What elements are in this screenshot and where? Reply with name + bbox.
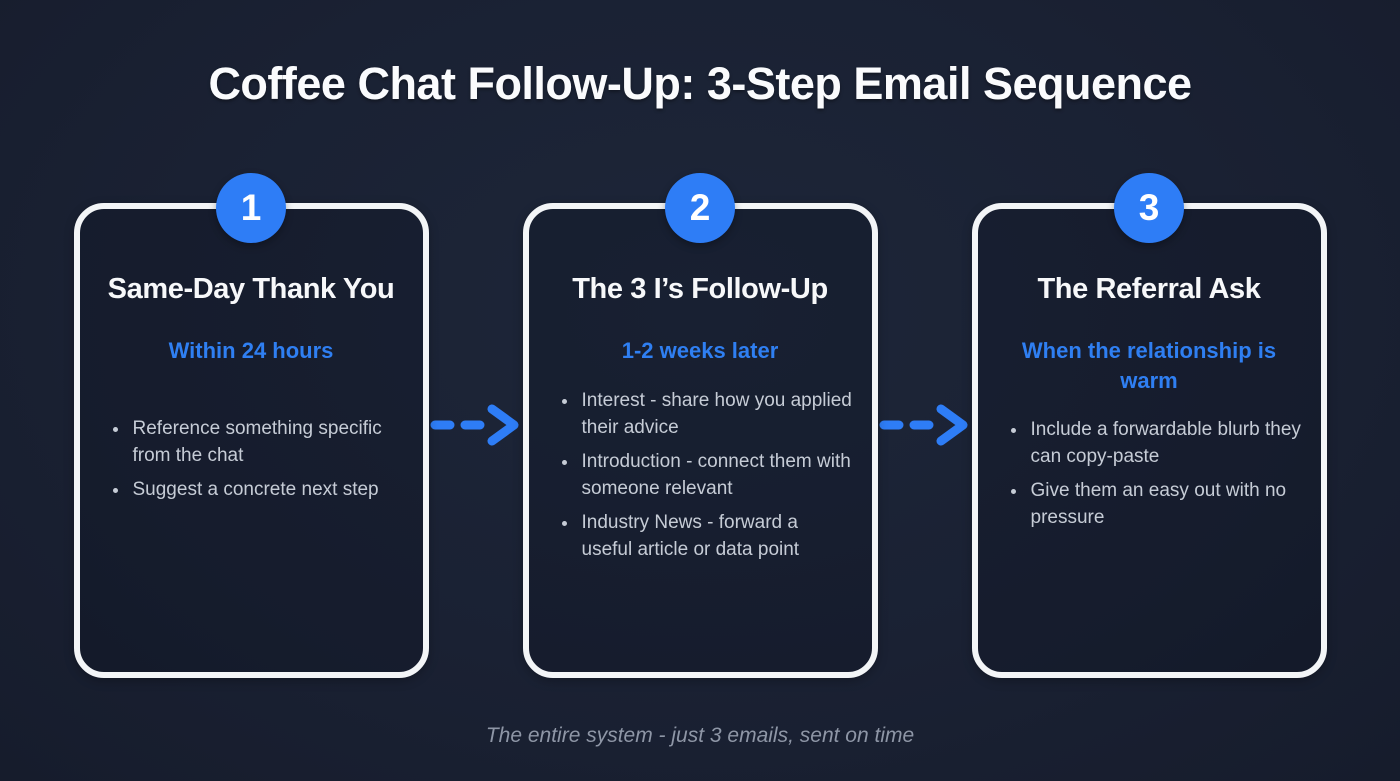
step-number-badge: 2 (665, 173, 735, 243)
step-number: 1 (240, 187, 262, 228)
bullet-item: Industry News - forward a useful article… (579, 510, 854, 564)
bullet-item: Reference something specific from the ch… (130, 416, 405, 470)
step-card-3: 3 The Referral Ask When the relationship… (971, 173, 1327, 678)
footer-caption: The entire system - just 3 emails, sent … (485, 724, 915, 747)
bullet-item: Suggest a concrete next step (130, 477, 405, 504)
bullet-item: Give them an easy out with no pressure (1028, 478, 1303, 532)
step-number-badge: 3 (1114, 173, 1184, 243)
step-card-1: 1 Same-Day Thank You Within 24 hours Ref… (73, 173, 429, 678)
step-number-badge: 1 (216, 173, 286, 243)
bullet-list: Interest - share how you applied their a… (547, 388, 854, 564)
bullet-item: Introduction - connect them with someone… (579, 449, 854, 503)
step-number: 2 (689, 187, 711, 228)
steps-row: 1 Same-Day Thank You Within 24 hours Ref… (0, 173, 1400, 678)
step-number: 3 (1138, 187, 1160, 228)
bullet-list: Include a forwardable blurb they can cop… (996, 417, 1303, 532)
dashed-arrow-icon (879, 404, 967, 446)
bullet-item: Interest - share how you applied their a… (579, 388, 854, 442)
bullet-item: Include a forwardable blurb they can cop… (1028, 417, 1303, 471)
step-timing: 1-2 weeks later (621, 338, 779, 363)
step-title: Same-Day Thank You (107, 273, 395, 305)
step-timing: When the relationship is warm (1021, 338, 1277, 393)
step-title: The 3 I’s Follow-Up (572, 273, 828, 305)
step-title: The Referral Ask (1037, 273, 1261, 305)
flow-arrow-2 (878, 403, 972, 447)
step-card-2: 2 The 3 I’s Follow-Up 1-2 weeks later In… (522, 173, 878, 678)
flow-arrow-1 (429, 403, 523, 447)
page-title: Coffee Chat Follow-Up: 3-Step Email Sequ… (208, 58, 1192, 109)
step-timing: Within 24 hours (168, 338, 334, 363)
dashed-arrow-icon (430, 404, 518, 446)
bullet-list: Reference something specific from the ch… (98, 416, 405, 504)
